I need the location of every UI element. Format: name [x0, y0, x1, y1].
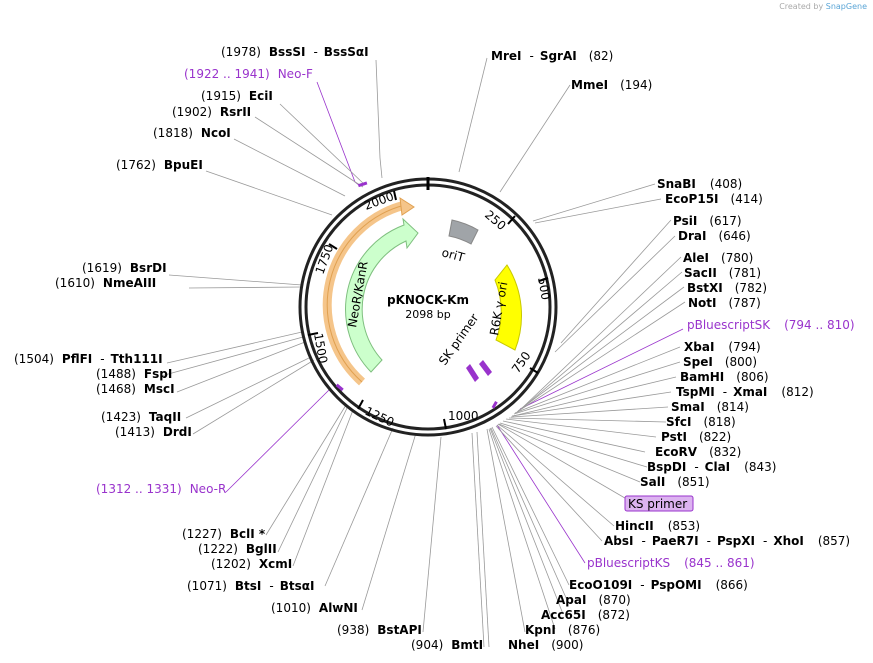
site-alwni: (1010)AlwNI — [271, 601, 358, 615]
site-bspdi: BspDI-ClaI(843) — [647, 460, 776, 474]
ruler-ticks — [307, 190, 549, 430]
site-nmeaiii: (1610)NmeAIII — [55, 276, 156, 290]
orit-feature — [448, 219, 479, 245]
right-site-labels: MreI-SgrAI(82) MmeI(194) SnaBI(408) EcoP… — [491, 49, 855, 652]
ks-primer-label: KS primer — [628, 497, 687, 511]
site-psii: PsiI(617) — [673, 214, 742, 228]
site-ecorv: EcoRV(832) — [655, 445, 741, 459]
neo-f-site-mark — [357, 181, 368, 188]
site-msci: (1468)MscI — [96, 382, 175, 396]
site-bamhi: BamHI(806) — [680, 370, 769, 384]
site-psti: PstI(822) — [661, 430, 731, 444]
primer-neo-f: (1922 .. 1941)Neo-F — [184, 67, 313, 81]
primer-pbluescript-ks: pBluescriptKS(845 .. 861) — [587, 556, 755, 570]
site-ecii: (1915)EciI — [201, 89, 273, 103]
snapgene-credit: Created by SnapGene — [779, 2, 867, 11]
plasmid-name: pKNOCK-Km — [387, 293, 469, 307]
site-bsssi: (1978)BssSI-BssSαI — [221, 45, 369, 59]
site-drdi: (1413)DrdI — [115, 425, 192, 439]
site-bpuei: (1762)BpuEI — [116, 158, 203, 172]
site-alei: AleI(780) — [683, 251, 753, 265]
site-xbai: XbaI(794) — [684, 340, 761, 354]
site-drai: DraI(646) — [678, 229, 751, 243]
site-mmei: MmeI(194) — [571, 78, 652, 92]
site-mrei: MreI-SgrAI(82) — [491, 49, 613, 63]
site-ncoi: (1818)NcoI — [153, 126, 231, 140]
sk-primer-arrow-1 — [466, 364, 479, 382]
orit-label: oriT — [440, 245, 466, 265]
site-nhei: NheI(900) — [508, 638, 583, 652]
site-pflfi: (1504)PflFI-Tth111I — [14, 352, 163, 366]
site-bcli: (1227)BclI * — [182, 527, 266, 541]
site-acc65i: Acc65I(872) — [541, 608, 630, 622]
site-bmti: (904)BmtI — [411, 638, 483, 652]
site-sfci: SfcI(818) — [666, 415, 736, 429]
mcs-site-mark — [491, 401, 498, 409]
left-site-labels: (1978)BssSI-BssSαI (1922 .. 1941)Neo-F (… — [14, 45, 483, 652]
ks-primer-badge: KS primer — [624, 495, 694, 512]
site-fspi: (1488)FspI — [96, 367, 172, 381]
plasmid-size: 2098 bp — [405, 308, 450, 321]
neo-r-site-mark — [335, 383, 344, 392]
site-ecoo109i: EcoO109I-PspOMI(866) — [569, 578, 748, 592]
primer-neo-r: (1312 .. 1331)Neo-R — [96, 482, 226, 496]
site-bsrdi: (1619)BsrDI — [82, 261, 167, 275]
leader-lines — [160, 57, 686, 648]
neo-kanr-feature — [345, 217, 419, 373]
site-snabi: SnaBI(408) — [657, 177, 742, 191]
ruler-500: 500 — [535, 276, 553, 301]
primer-pbluescript-sk: pBluescriptSK(794 .. 810) — [687, 318, 855, 332]
site-ecop15i: EcoP15I(414) — [665, 192, 763, 206]
neo-outer-arrowhead — [399, 197, 415, 216]
site-bstapi: (938)BstAPI — [337, 623, 422, 637]
site-smai: SmaI(814) — [671, 400, 749, 414]
site-sacii: SacII(781) — [684, 266, 761, 280]
sk-primer-arrow-2 — [479, 360, 492, 376]
site-xcmi: (1202)XcmI — [211, 557, 292, 571]
site-spei: SpeI(800) — [683, 355, 757, 369]
site-taqii: (1423)TaqII — [101, 410, 181, 424]
site-hincii: HincII(853) — [615, 519, 700, 533]
site-bstxi: BstXI(782) — [687, 281, 767, 295]
neo-outer-edge — [326, 204, 406, 383]
site-rsrii: (1902)RsrII — [172, 105, 251, 119]
site-kpni: KpnI(876) — [525, 623, 600, 637]
ks-primer-badge-bg — [624, 495, 694, 512]
site-tspmi: TspMI-XmaI(812) — [676, 385, 814, 399]
site-absi: AbsI-PaeR7I-PspXI-XhoI(857) — [604, 534, 850, 548]
site-bglii: (1222)BglII — [198, 542, 277, 556]
credit-brand: SnapGene — [825, 2, 867, 11]
site-apai: ApaI(870) — [556, 593, 631, 607]
ruler-1500: 1500 — [311, 332, 330, 365]
site-noti: NotI(787) — [688, 296, 761, 310]
credit-prefix: Created by — [779, 2, 824, 11]
ruler-1000: 1000 — [448, 409, 479, 423]
r6k-gamma-ori-feature — [494, 264, 522, 351]
site-sali: SalI(851) — [640, 475, 710, 489]
site-btsi: (1071)BtsI-BtsαI — [187, 579, 314, 593]
